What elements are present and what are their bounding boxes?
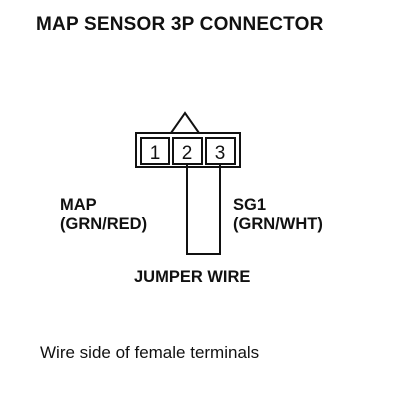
sg1-label-wire-color: (GRN/WHT) (233, 215, 323, 233)
sg1-label: SG1 (GRN/WHT) (233, 196, 323, 234)
map-label-wire-color: (GRN/RED) (60, 215, 148, 233)
connector-latch (170, 111, 200, 134)
pin-number-2: 2 (182, 143, 193, 164)
caption: Wire side of female terminals (40, 343, 260, 362)
pin-cell-1 (140, 137, 170, 165)
map-label-name: MAP (60, 196, 97, 214)
diagram-title: MAP SENSOR 3P CONNECTOR (36, 14, 324, 35)
jumper-wire (186, 164, 221, 255)
sg1-label-name: SG1 (233, 196, 267, 214)
pin-number-1: 1 (150, 143, 161, 164)
map-label: MAP (GRN/RED) (60, 196, 147, 234)
jumper-wire-label: JUMPER WIRE (134, 268, 251, 286)
pin-number-3: 3 (215, 143, 226, 164)
